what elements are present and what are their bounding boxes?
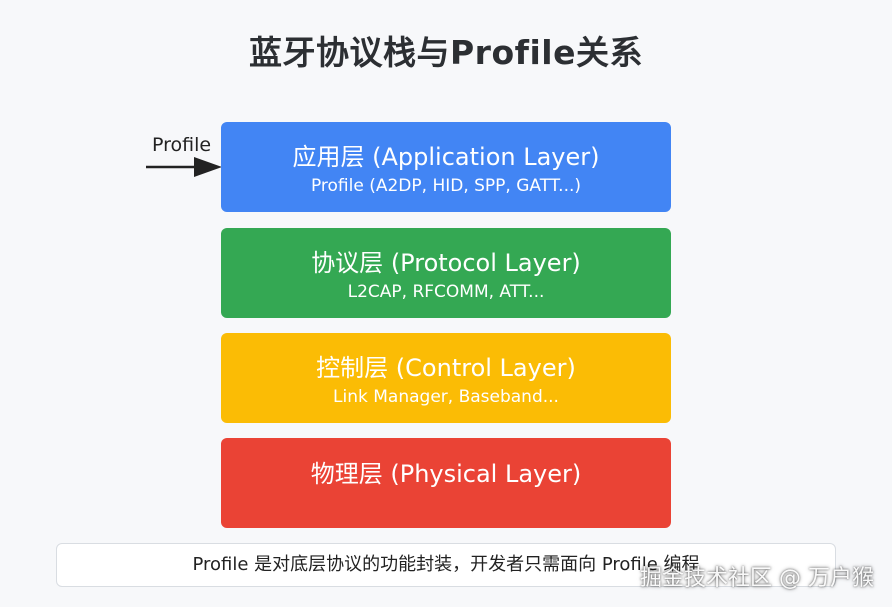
control-layer-subtitle: Link Manager, Baseband...: [333, 387, 559, 407]
control-layer: 控制层 (Control Layer) Link Manager, Baseba…: [221, 333, 671, 423]
application-layer-subtitle: Profile (A2DP, HID, SPP, GATT...): [310, 176, 582, 196]
profile-arrow: Profile: [140, 130, 230, 190]
right-arrow-icon: [146, 157, 222, 177]
physical-layer-title: 物理层 (Physical Layer): [310, 460, 582, 488]
diagram-title: 蓝牙协议栈与Profile关系: [249, 33, 643, 72]
application-layer: 应用层 (Application Layer) Profile (A2DP, H…: [221, 122, 671, 212]
application-layer-title: 应用层 (Application Layer): [292, 143, 600, 171]
watermark: 掘金技术社区 @ 万户猴: [640, 566, 874, 591]
protocol-layer-subtitle: L2CAP, RFCOMM, ATT...: [347, 282, 545, 302]
profile-arrow-label: Profile: [152, 134, 212, 156]
protocol-layer: 协议层 (Protocol Layer) L2CAP, RFCOMM, ATT.…: [221, 228, 671, 318]
footer-note: Profile 是对底层协议的功能封装，开发者只需面向 Profile 编程: [56, 543, 836, 587]
control-layer-title: 控制层 (Control Layer): [316, 354, 576, 382]
protocol-layer-title: 协议层 (Protocol Layer): [311, 249, 581, 277]
physical-layer: 物理层 (Physical Layer): [221, 438, 671, 528]
